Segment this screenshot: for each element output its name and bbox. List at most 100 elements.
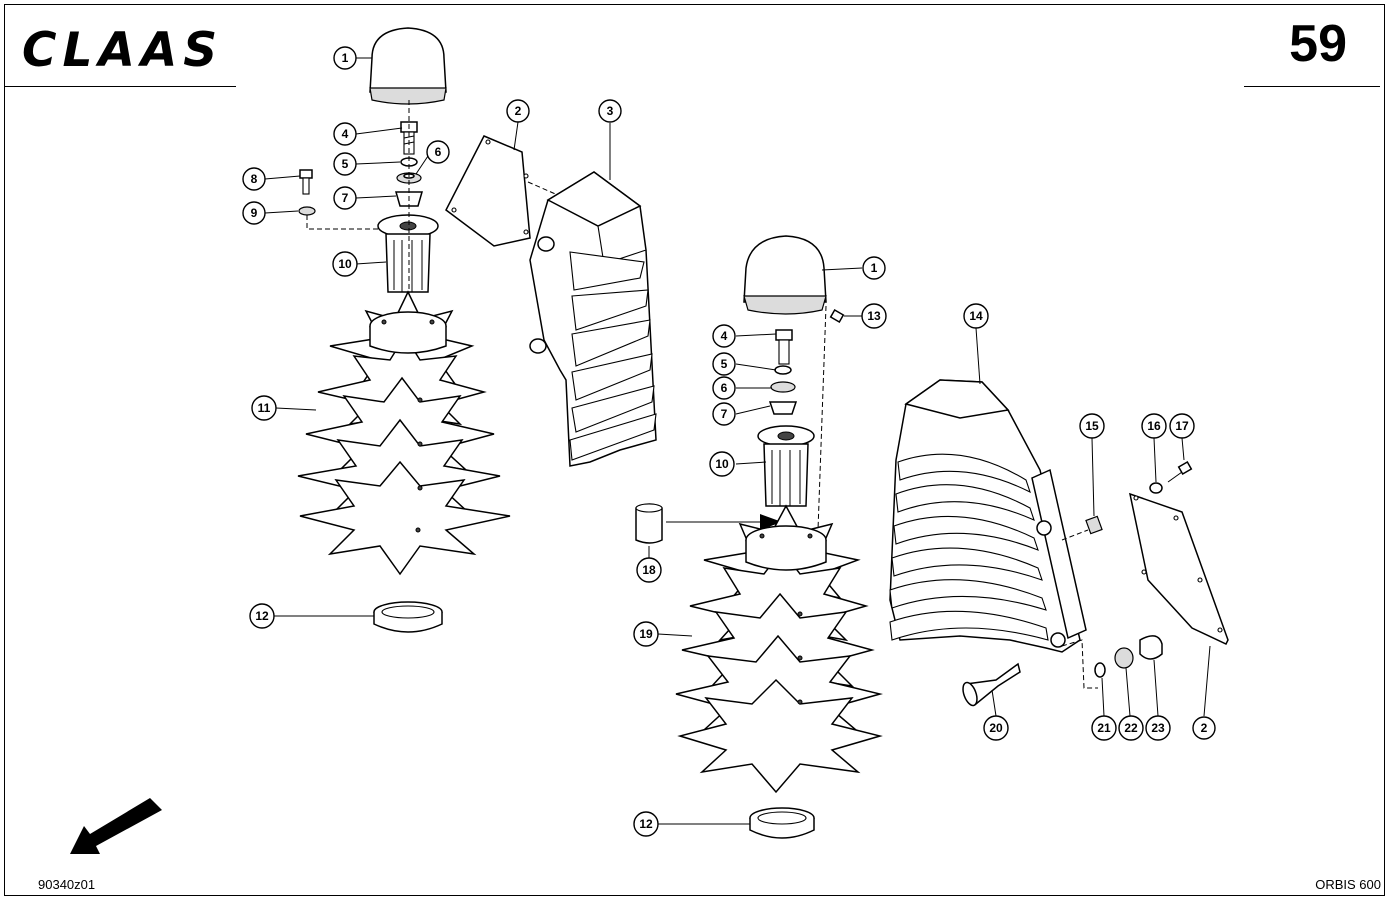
svg-text:18: 18	[642, 563, 656, 577]
callout-11: 11	[251, 395, 277, 421]
callout-14: 14	[963, 303, 989, 329]
callout-4: 4	[333, 122, 357, 146]
callout-12: 12	[633, 811, 659, 837]
star-tine-stack	[297, 290, 511, 576]
bushing-part	[768, 401, 798, 415]
guard-housing-right	[889, 379, 1098, 689]
guard-housing-left	[529, 171, 657, 467]
svg-text:7: 7	[721, 407, 728, 421]
brand-logo-text: CLAAS	[22, 23, 223, 72]
callout-1: 1	[333, 46, 357, 70]
star-tine-stack	[675, 504, 883, 794]
callout-23: 23	[1145, 715, 1171, 741]
svg-text:22: 22	[1124, 721, 1138, 735]
callout-15: 15	[1079, 413, 1105, 439]
svg-text:9: 9	[251, 206, 258, 220]
small-bolt-part	[299, 169, 313, 179]
hub-part	[377, 214, 439, 293]
small-cap-part	[635, 503, 663, 544]
svg-text:6: 6	[721, 381, 728, 395]
callout-9: 9	[242, 201, 266, 225]
cover-plate-right	[1128, 492, 1229, 645]
thick-washer-part	[770, 381, 796, 393]
callout-5: 5	[333, 152, 357, 176]
svg-text:21: 21	[1097, 721, 1111, 735]
callout-7: 7	[333, 186, 357, 210]
svg-text:11: 11	[258, 401, 271, 415]
svg-text:4: 4	[342, 127, 349, 141]
svg-text:23: 23	[1151, 721, 1165, 735]
cap-nut-part-23	[1139, 635, 1163, 660]
callout-2: 2	[1192, 716, 1216, 740]
svg-text:16: 16	[1147, 419, 1161, 433]
callout-19: 19	[633, 621, 659, 647]
svg-text:10: 10	[338, 257, 352, 271]
bolt-part	[775, 329, 793, 365]
callout-21: 21	[1091, 715, 1117, 741]
cap-part	[743, 235, 827, 315]
small-washer-part	[298, 206, 316, 216]
page-number: 59	[1289, 15, 1347, 73]
svg-text:1: 1	[342, 51, 349, 65]
arrow-head	[760, 514, 782, 530]
callout-7: 7	[712, 402, 736, 426]
ring-part	[749, 807, 815, 839]
callout-22: 22	[1118, 715, 1144, 741]
direction-arrow-icon	[70, 798, 162, 854]
callout-18: 18	[636, 557, 662, 583]
svg-text:3: 3	[607, 104, 614, 118]
svg-text:4: 4	[721, 329, 728, 343]
washer-part-16	[1149, 482, 1163, 494]
callout-8: 8	[242, 167, 266, 191]
callout-3: 3	[598, 99, 622, 123]
svg-text:5: 5	[721, 357, 728, 371]
svg-text:7: 7	[342, 191, 349, 205]
callout-6: 6	[712, 376, 736, 400]
callout-2: 2	[506, 99, 530, 123]
claas-logo: CLAAS	[22, 23, 223, 72]
callout-13: 13	[861, 303, 887, 329]
header-rule-right	[1244, 86, 1380, 87]
svg-text:19: 19	[639, 627, 653, 641]
header-rule-left	[4, 86, 236, 87]
callout-17: 17	[1169, 413, 1195, 439]
leader-lines	[264, 57, 1211, 825]
svg-text:10: 10	[715, 457, 729, 471]
svg-text:2: 2	[515, 104, 522, 118]
callout-4: 4	[712, 324, 736, 348]
drawing-code: 90340z01	[38, 877, 96, 892]
washer-part	[774, 365, 792, 375]
ring-part	[373, 601, 443, 633]
svg-text:17: 17	[1175, 419, 1189, 433]
svg-text:12: 12	[255, 609, 269, 623]
center-rotor-assembly	[635, 235, 883, 839]
svg-text:14: 14	[969, 309, 983, 323]
svg-text:12: 12	[639, 817, 653, 831]
svg-text:2: 2	[1201, 721, 1208, 735]
svg-text:15: 15	[1085, 419, 1099, 433]
svg-text:6: 6	[435, 145, 442, 159]
hub-part	[757, 425, 815, 507]
screw-part-17	[1167, 461, 1193, 483]
svg-text:20: 20	[989, 721, 1003, 735]
washer-part-21	[1094, 662, 1106, 678]
svg-text:13: 13	[867, 309, 881, 323]
cap-part	[369, 27, 447, 105]
callout-10: 10	[709, 451, 735, 477]
callout-12: 12	[249, 603, 275, 629]
left-rotor-assembly	[297, 27, 511, 633]
callout-16: 16	[1141, 413, 1167, 439]
svg-text:8: 8	[251, 172, 258, 186]
screw-part	[829, 309, 845, 323]
nut-part-15	[1085, 515, 1103, 535]
carriage-bolt-part	[962, 662, 1021, 707]
cover-plate-left	[445, 135, 561, 247]
callout-1: 1	[862, 256, 886, 280]
callout-5: 5	[712, 352, 736, 376]
model-name: ORBIS 600	[1315, 877, 1381, 892]
svg-text:1: 1	[871, 261, 878, 275]
nut-part-22	[1114, 647, 1134, 669]
callout-10: 10	[332, 251, 358, 277]
